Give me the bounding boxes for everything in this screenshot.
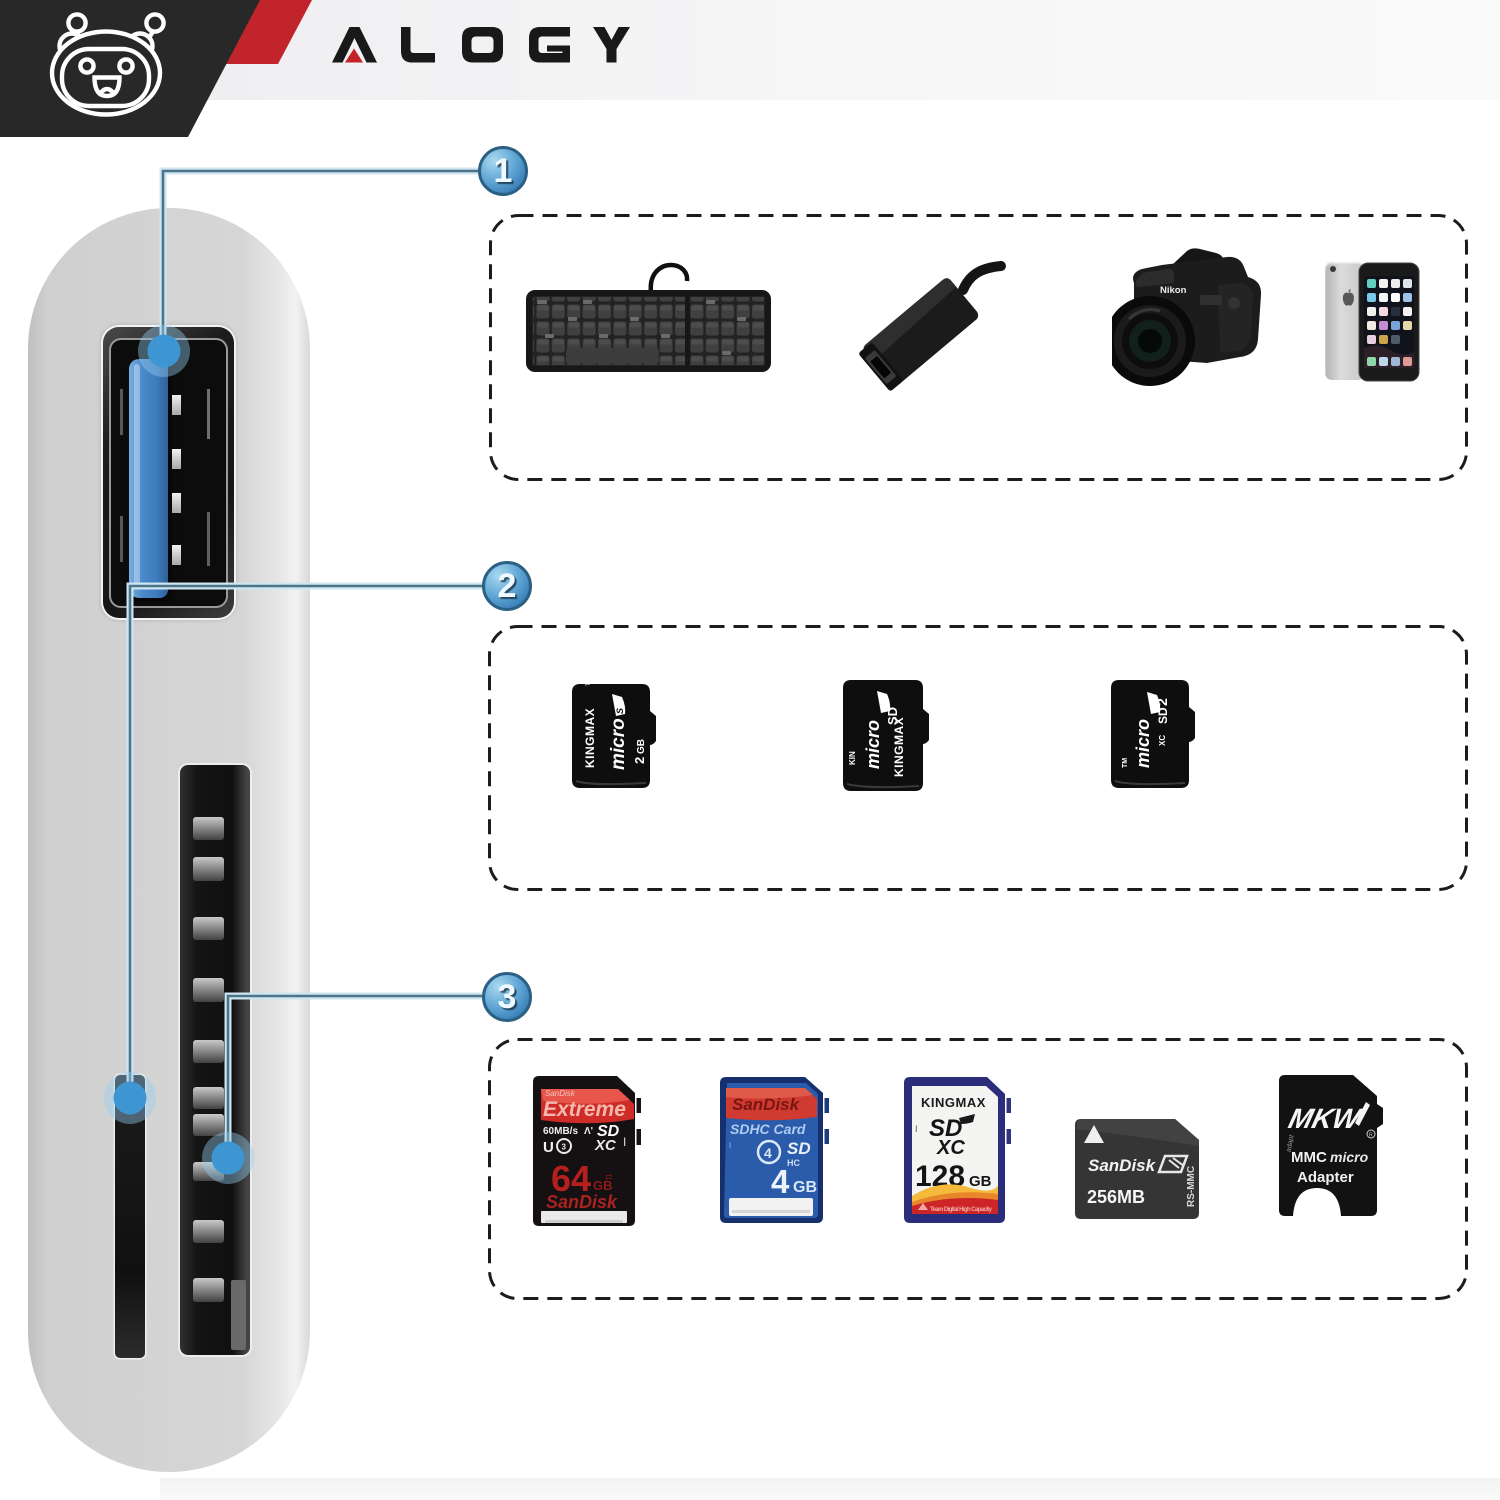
svg-text:adapt: adapt	[1286, 1133, 1296, 1153]
svg-text:⇄: ⇄	[605, 1172, 613, 1182]
svg-text:3: 3	[562, 1143, 567, 1152]
svg-text:micro: micro	[1133, 719, 1153, 768]
svg-text:SDHC Card: SDHC Card	[730, 1121, 806, 1137]
svg-text:GB: GB	[969, 1173, 992, 1190]
svg-text:SD: SD	[787, 1139, 811, 1158]
svg-text:GB: GB	[793, 1179, 817, 1196]
svg-text:4: 4	[771, 1163, 790, 1200]
svg-text:SD: SD	[597, 1123, 620, 1140]
svg-text:XC: XC	[594, 1137, 617, 1154]
svg-text:micro: micro	[1330, 1149, 1369, 1165]
svg-text:GB: GB	[593, 1178, 613, 1193]
svg-text:RS-MMC: RS-MMC	[1186, 1166, 1197, 1207]
svg-text:I: I	[915, 1124, 918, 1134]
svg-text:Λ': Λ'	[584, 1126, 593, 1137]
svg-text:I: I	[729, 1141, 731, 1150]
svg-text:256MB: 256MB	[1087, 1187, 1145, 1207]
svg-text:KINGMAX: KINGMAX	[892, 717, 906, 777]
svg-text:Team Digital High Capacity: Team Digital High Capacity	[930, 1207, 993, 1213]
svg-text:TM: TM	[1122, 758, 1129, 768]
svg-text:Nikon: Nikon	[1160, 285, 1187, 296]
svg-text:KIN: KIN	[848, 751, 857, 765]
svg-text:4: 4	[764, 1145, 772, 1161]
svg-text:SanDisk: SanDisk	[545, 1089, 576, 1098]
svg-text:MMC: MMC	[1291, 1149, 1327, 1166]
svg-text:Adapter: Adapter	[1297, 1169, 1354, 1186]
svg-text:XC: XC	[1158, 735, 1167, 746]
svg-text:TM: TM	[586, 681, 592, 686]
svg-text:SD: SD	[1156, 707, 1170, 724]
svg-text:S: S	[615, 708, 625, 714]
svg-text:KINGMAX: KINGMAX	[583, 708, 597, 768]
svg-text:GB: GB	[636, 739, 647, 754]
svg-text:SanDisk: SanDisk	[732, 1095, 801, 1114]
svg-text:SanDisk: SanDisk	[546, 1192, 618, 1212]
svg-text:MKW: MKW	[1285, 1103, 1365, 1135]
svg-text:2: 2	[632, 757, 647, 764]
svg-text:R: R	[1369, 1133, 1373, 1139]
svg-text:I: I	[623, 1135, 626, 1149]
svg-text:SD: SD	[885, 707, 900, 725]
svg-text:HC: HC	[787, 1158, 800, 1168]
svg-text:SD: SD	[929, 1115, 962, 1142]
svg-text:2: 2	[1154, 698, 1170, 706]
svg-text:SanDisk: SanDisk	[1088, 1156, 1157, 1175]
svg-text:U: U	[543, 1139, 554, 1156]
svg-text:Extreme: Extreme	[543, 1098, 626, 1121]
svg-text:micro: micro	[608, 718, 629, 770]
svg-text:KINGMAX: KINGMAX	[921, 1095, 986, 1110]
svg-text:micro: micro	[863, 720, 883, 769]
svg-text:XC: XC	[936, 1137, 965, 1159]
svg-text:64: 64	[551, 1158, 591, 1199]
svg-text:60MB/s: 60MB/s	[543, 1126, 578, 1137]
